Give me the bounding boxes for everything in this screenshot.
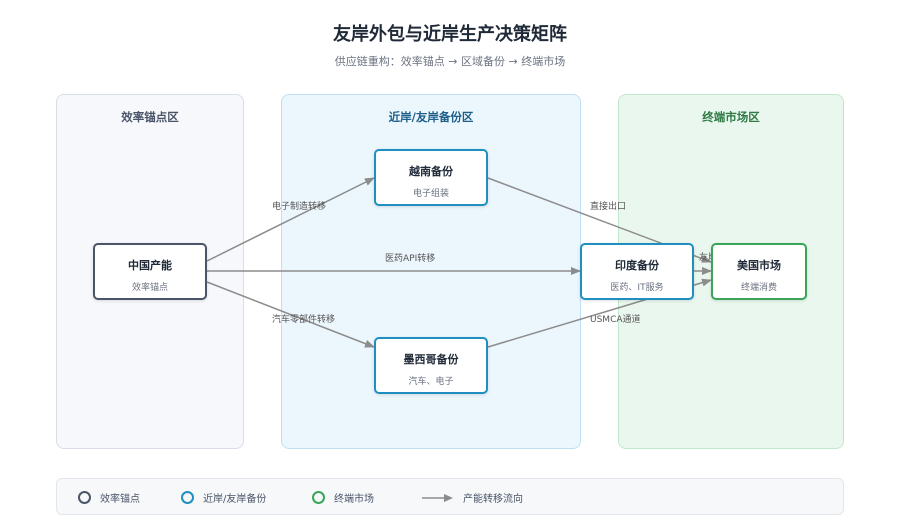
edge-label-china-vietnam: 电子制造转移 <box>272 202 327 212</box>
node-mexico-title: 墨西哥备份 <box>403 353 459 366</box>
node-vietnam-sub: 电子组装 <box>412 189 449 199</box>
edge-china-vietnam <box>206 177 375 262</box>
legend-label-flow: 产能转移流向 <box>463 494 523 505</box>
node-mexico-sub: 汽车、电子 <box>408 377 454 387</box>
diagram-subtitle: 供应链重构：效率锚点 → 区域备份 → 终端市场 <box>334 55 566 68</box>
arrow-right-icon <box>422 493 453 502</box>
node-india-title: 印度备份 <box>615 259 659 272</box>
edge-label-china-india: 医药API转移 <box>385 254 436 264</box>
legend-circle-icon <box>78 491 91 504</box>
legend-circle-icon <box>181 491 194 504</box>
zone-nearshore-title: 近岸/友岸备份区 <box>388 110 474 124</box>
diagram-title: 友岸外包与近岸生产决策矩阵 <box>333 24 567 45</box>
legend-item-endmarket: 终端市场 <box>312 479 374 516</box>
zone-endmarket-title: 终端市场区 <box>702 110 760 124</box>
node-india-sub: 医药、IT服务 <box>610 283 664 293</box>
node-usa-title: 美国市场 <box>737 259 781 272</box>
edge-label-mexico-usa: USMCA通道 <box>590 315 641 325</box>
legend-label-nearshore: 近岸/友岸备份 <box>203 494 267 505</box>
edge-label-china-mexico: 汽车零部件转移 <box>272 315 336 325</box>
legend-label-efficiency: 效率锚点 <box>100 494 140 505</box>
legend-label-endmarket: 终端市场 <box>334 494 374 505</box>
node-india: 印度备份 医药、IT服务 <box>580 243 694 300</box>
edge-china-mexico <box>206 281 375 348</box>
node-vietnam-title: 越南备份 <box>409 165 453 178</box>
node-china-sub: 效率锚点 <box>131 283 168 293</box>
zone-efficiency-title: 效率锚点区 <box>121 110 179 124</box>
legend-circle-icon <box>312 491 325 504</box>
legend-item-nearshore: 近岸/友岸备份 <box>181 479 266 516</box>
node-mexico: 墨西哥备份 汽车、电子 <box>374 337 488 394</box>
legend-item-flow: 产能转移流向 <box>422 479 523 516</box>
node-usa-sub: 终端消费 <box>740 283 777 293</box>
legend: 效率锚点 近岸/友岸备份 终端市场 产能转移流向 <box>56 478 844 515</box>
node-usa: 美国市场 终端消费 <box>711 243 807 300</box>
edge-label-vietnam-usa: 直接出口 <box>590 202 627 212</box>
node-china: 中国产能 效率锚点 <box>93 243 207 300</box>
node-vietnam: 越南备份 电子组装 <box>374 149 488 206</box>
legend-item-efficiency: 效率锚点 <box>78 479 140 516</box>
node-china-title: 中国产能 <box>128 259 172 272</box>
